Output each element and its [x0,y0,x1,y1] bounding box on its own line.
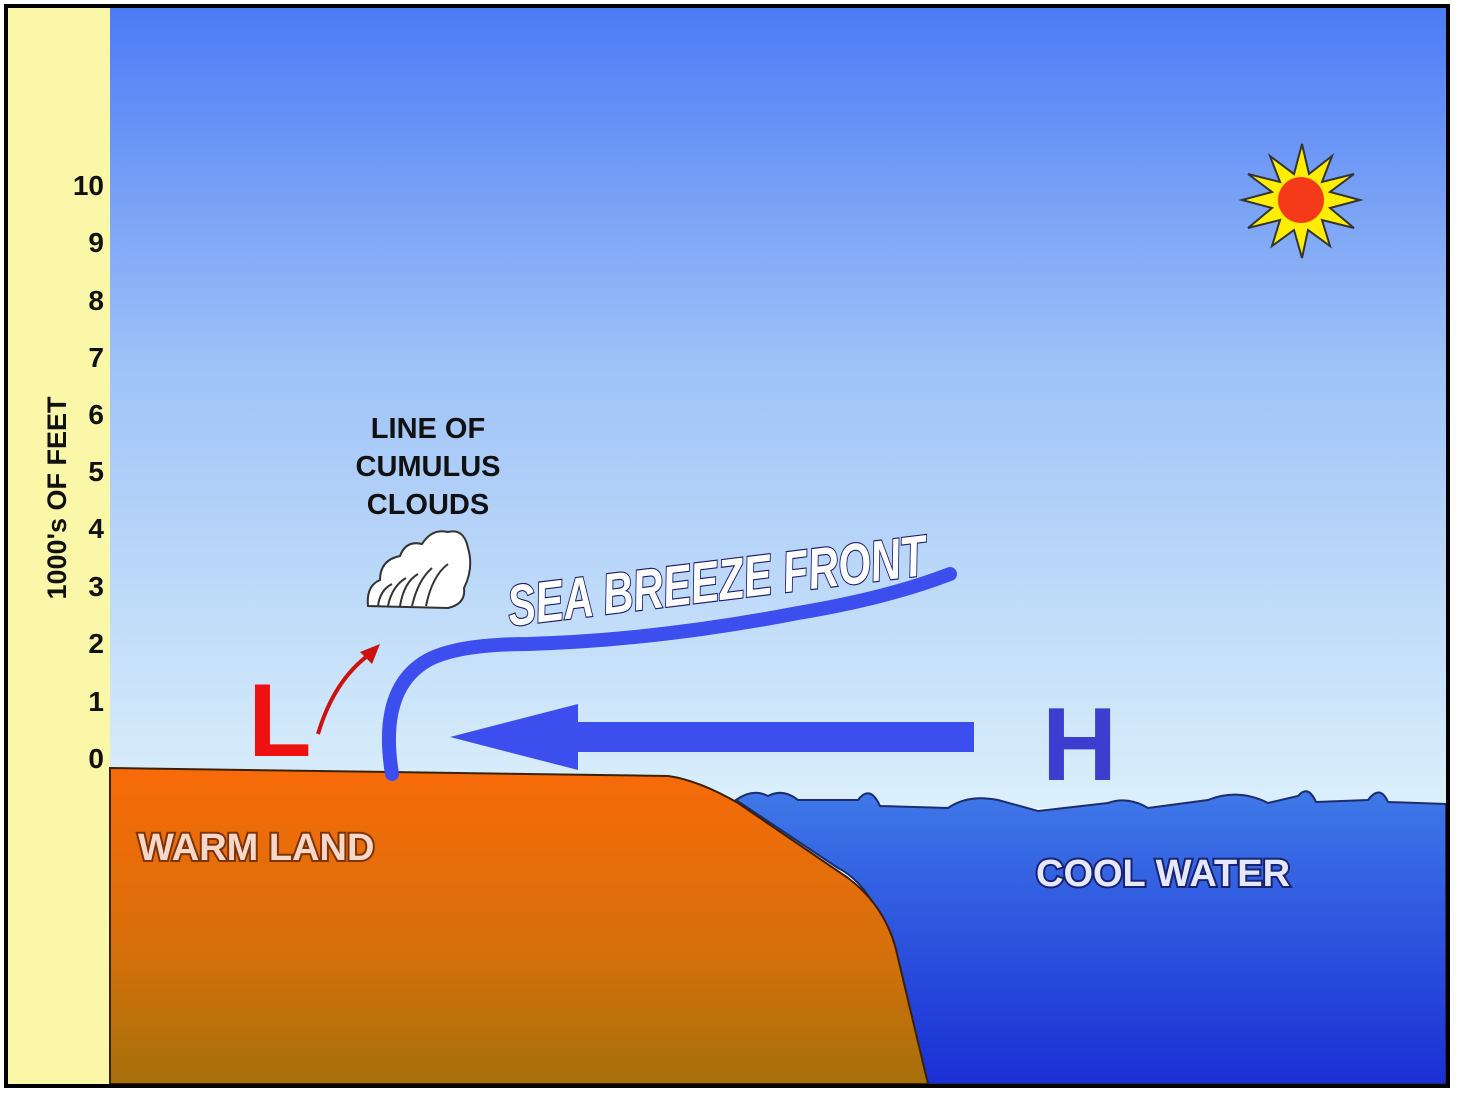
axis-title: 1000's OF FEET [42,396,72,600]
warm-land [109,766,930,1084]
cool-water [734,790,1446,1084]
sea-breeze-front-curve [382,567,957,781]
sky [110,8,1446,808]
tick-2: 2 [88,628,104,659]
cool-water-label: COOL WATER [1036,853,1290,895]
axis-ticks: 0 1 2 3 4 5 6 7 8 9 10 [73,170,105,774]
low-pressure-label: L [248,663,312,779]
tick-4: 4 [88,513,104,544]
high-pressure-label: H [1042,687,1117,803]
axis-strip [8,8,110,1084]
cloud-label-line2: CUMULUS [356,451,501,483]
tick-0: 0 [88,743,104,774]
tick-1: 1 [88,686,104,717]
sea-breeze-diagram: 1000's OF FEET 0 1 2 3 4 5 6 7 8 9 10 LI… [8,8,1446,1084]
tick-3: 3 [88,571,104,602]
red-rising-arrow-icon [316,644,380,735]
sea-breeze-arrow [450,704,974,770]
tick-6: 6 [88,399,104,430]
tick-9: 9 [88,227,104,258]
cumulus-cloud-icon [366,530,472,610]
tick-7: 7 [88,342,104,373]
warm-land-label: WARM LAND [138,827,374,869]
diagram-frame: 1000's OF FEET 0 1 2 3 4 5 6 7 8 9 10 LI… [4,4,1450,1088]
sun-icon [1238,143,1364,259]
cloud-label-line1: LINE OF [371,413,485,445]
tick-10: 10 [73,170,104,201]
cloud-label-line3: CLOUDS [367,489,489,521]
tick-5: 5 [88,456,104,487]
tick-8: 8 [88,285,104,316]
